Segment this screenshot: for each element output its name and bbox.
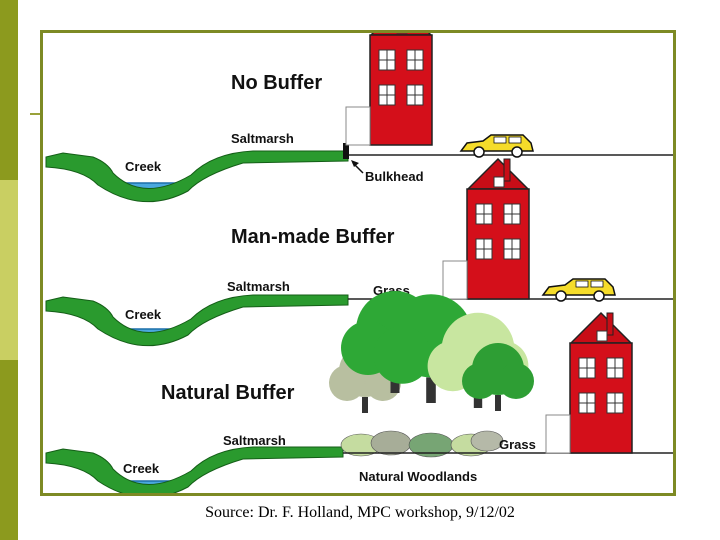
- saltmarsh-label: Saltmarsh: [223, 433, 286, 448]
- saltmarsh-label: Saltmarsh: [231, 131, 294, 146]
- buffer-diagram: No Buffer Saltmarsh Creek Bulkhead Man-m…: [45, 33, 673, 493]
- saltmarsh-label: Saltmarsh: [227, 279, 290, 294]
- natural-woodlands-label: Natural Woodlands: [359, 469, 477, 484]
- bulkhead-label: Bulkhead: [365, 169, 424, 184]
- bulkhead-wall: [343, 143, 349, 159]
- source-caption: Source: Dr. F. Holland, MPC workshop, 9/…: [205, 504, 515, 521]
- creek-label: Creek: [123, 461, 160, 476]
- buffer-diagram-frame: No Buffer Saltmarsh Creek Bulkhead Man-m…: [40, 30, 676, 496]
- woodland-trees: [329, 291, 534, 458]
- natural-buffer-section: Natural Buffer Saltmarsh Creek Grass Nat…: [45, 291, 673, 493]
- section-title: Man-made Buffer: [231, 226, 395, 248]
- section-title: Natural Buffer: [161, 382, 295, 404]
- slide-sidebar-bar: [0, 0, 18, 540]
- saltmarsh-grass: [45, 446, 344, 493]
- slide-accent-line: [30, 113, 42, 115]
- saltmarsh-grass: [45, 294, 349, 347]
- grass-label: Grass: [499, 437, 536, 452]
- creek-label: Creek: [125, 307, 162, 322]
- section-title: No Buffer: [231, 72, 322, 94]
- saltmarsh-grass: [45, 150, 349, 203]
- no-buffer-section: No Buffer Saltmarsh Creek Bulkhead: [45, 33, 673, 203]
- man-made-buffer-section: Man-made Buffer Saltmarsh Creek Grass: [45, 158, 673, 347]
- creek-label: Creek: [125, 159, 162, 174]
